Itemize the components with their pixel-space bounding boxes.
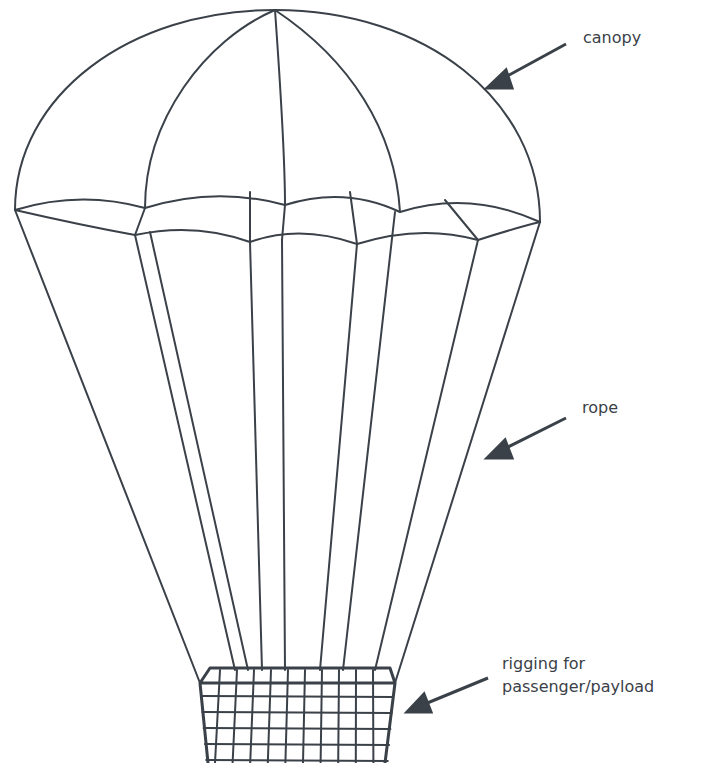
canopy-seam [135, 192, 478, 244]
basket-strand [205, 744, 389, 745]
basket-strand [268, 670, 271, 763]
arrow-head [487, 70, 512, 88]
basket-outline [200, 668, 395, 763]
canopy-gore [275, 10, 285, 205]
part-label: canopy [583, 26, 693, 49]
basket-strand [372, 670, 374, 763]
basket-strand [337, 670, 340, 763]
arrow-head [487, 440, 512, 458]
arrow-head [407, 694, 431, 712]
leader-arrow [500, 418, 566, 451]
canopy-gore [275, 10, 400, 212]
basket-strand [303, 670, 305, 763]
leader-arrow [420, 678, 488, 706]
basket-strand [201, 696, 393, 697]
rope [15, 210, 540, 683]
basket-strand [285, 670, 288, 763]
basket-strand [355, 670, 357, 763]
canopy-outline [15, 10, 540, 222]
basket-strand [321, 670, 322, 763]
part-label: rigging for passenger/payload [502, 652, 680, 698]
basket-strand [202, 712, 391, 713]
basket-strand [215, 670, 220, 763]
basket-strand [233, 670, 237, 763]
canopy-gore [145, 10, 275, 208]
basket-strand [204, 728, 391, 729]
leader-arrow [500, 44, 566, 80]
canopy-skirt [15, 210, 540, 244]
basket-strand [206, 760, 388, 761]
basket-weave [201, 670, 393, 763]
basket-strand [250, 670, 254, 763]
part-label: rope [582, 396, 692, 419]
